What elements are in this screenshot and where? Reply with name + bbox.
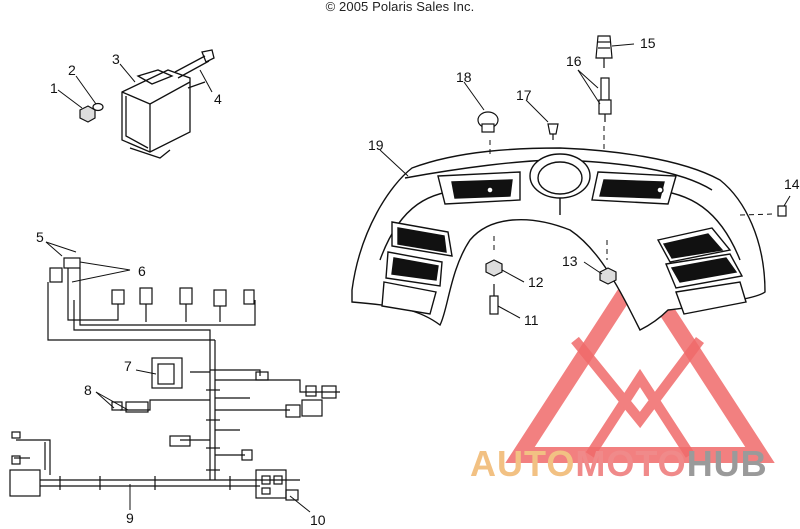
bulb-part-16 — [598, 77, 612, 122]
watermark-text: AUTOMOTOHUB — [470, 446, 768, 482]
callout-16: 16 — [566, 53, 582, 69]
callout-15: 15 — [640, 35, 656, 51]
nut-part-1 — [79, 105, 96, 123]
callout-5: 5 — [36, 229, 44, 245]
callout-3: 3 — [112, 51, 120, 67]
callout-18: 18 — [456, 69, 472, 85]
control-module — [121, 49, 215, 159]
screw-part-15 — [595, 35, 613, 68]
callout-13: 13 — [562, 253, 578, 269]
wiring-harness — [9, 257, 340, 501]
nut-part-12 — [485, 259, 503, 277]
copyright-notice: © 2005 Polaris Sales Inc. — [325, 0, 475, 14]
callout-9: 9 — [126, 510, 134, 526]
screw-part-14 — [777, 205, 787, 217]
callout-11: 11 — [524, 312, 539, 328]
watermark-logo-inner — [571, 336, 704, 458]
callout-10: 10 — [310, 512, 326, 528]
callout-17: 17 — [516, 87, 532, 103]
callout-2: 2 — [68, 62, 76, 78]
watermark-hub: HUB — [686, 443, 768, 484]
dash-pod — [351, 147, 766, 331]
callout-8: 8 — [84, 382, 92, 398]
washer-part-2 — [92, 102, 104, 112]
callout-1: 1 — [50, 80, 58, 96]
callout-12: 12 — [528, 274, 544, 290]
callout-14: 14 — [784, 176, 800, 192]
grommet-part-18 — [477, 111, 499, 133]
nut-part-13 — [599, 267, 617, 285]
callout-7: 7 — [124, 358, 132, 374]
bulb-part-11 — [489, 284, 499, 315]
watermark-moto: MOTO — [575, 443, 687, 484]
clip-part-17 — [547, 123, 559, 140]
callout-4: 4 — [214, 91, 222, 107]
watermark-logo — [505, 255, 775, 463]
callout-19: 19 — [368, 137, 384, 153]
watermark-auto: AUTO — [470, 443, 576, 484]
callout-6: 6 — [138, 263, 146, 279]
